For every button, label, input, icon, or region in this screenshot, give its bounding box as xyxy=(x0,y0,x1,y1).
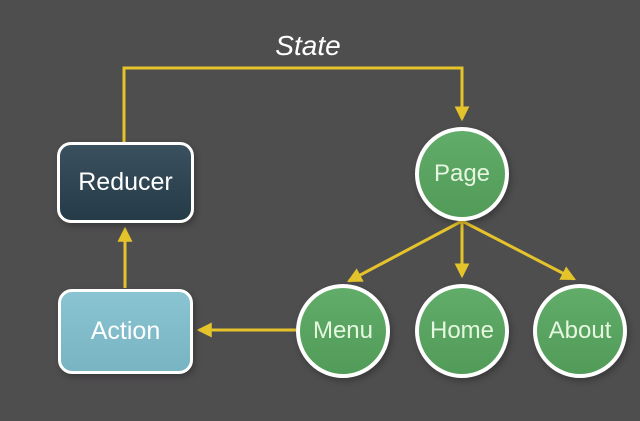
node-page: Page xyxy=(415,127,509,221)
node-home: Home xyxy=(415,284,509,378)
state-edge-label: State xyxy=(275,30,341,61)
node-home-label: Home xyxy=(429,317,495,344)
node-page-label: Page xyxy=(433,160,491,187)
edge-page-to-about xyxy=(461,219,576,281)
node-menu-label: Menu xyxy=(312,317,374,344)
node-about: About xyxy=(533,284,627,378)
node-reducer: Reducer xyxy=(57,142,194,223)
node-about-label: About xyxy=(548,317,612,344)
node-action-label: Action xyxy=(90,317,161,345)
node-menu: Menu xyxy=(296,284,390,378)
edge-reducer-to-page xyxy=(122,66,470,142)
node-reducer-label: Reducer xyxy=(78,168,173,196)
node-action: Action xyxy=(58,289,193,374)
edge-page-to-menu xyxy=(347,219,463,283)
